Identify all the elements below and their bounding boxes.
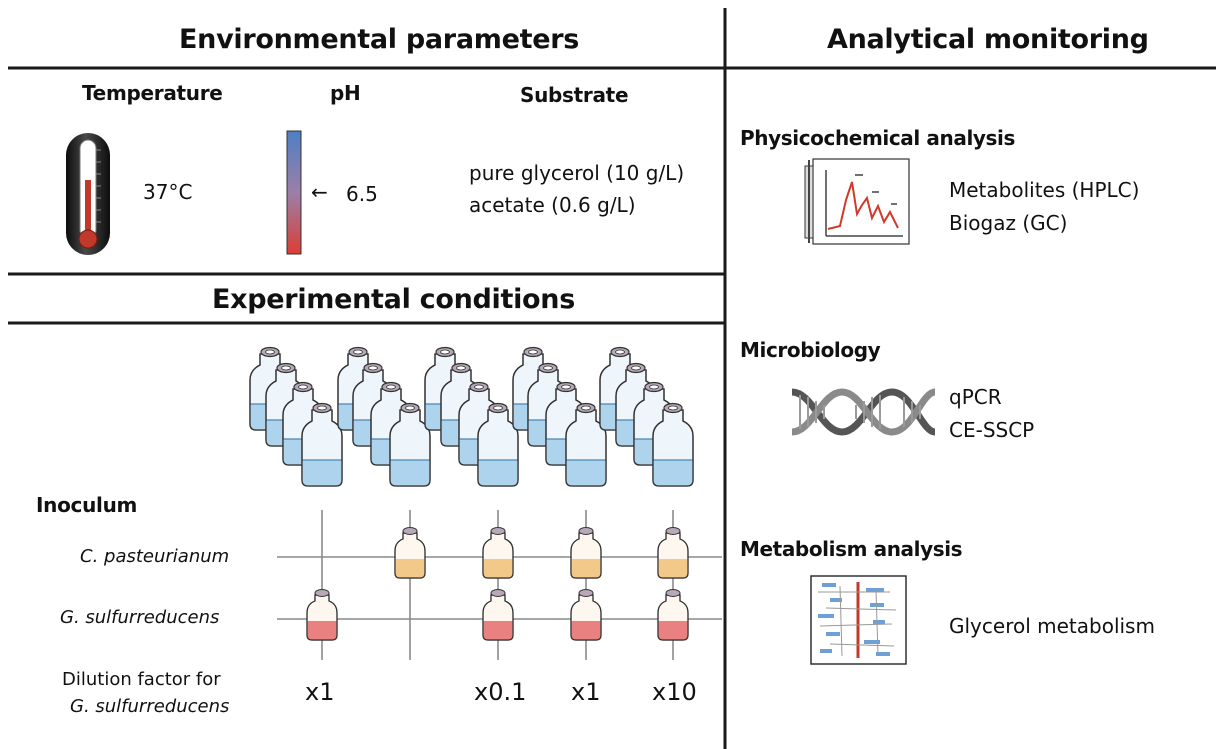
g-sulfurreducens-bottle [657, 589, 689, 641]
microbiology-heading: Microbiology [740, 338, 881, 362]
exp-conditions-title: Experimental conditions [212, 284, 575, 315]
g-sulfurreducens-bottle [306, 589, 338, 641]
dilution-label-line-2: G. sulfurreducens [70, 696, 230, 717]
microbiology-item-1: qPCR [949, 385, 1002, 409]
c-pasteurianum-bottle [657, 527, 689, 579]
c-pasteurianum-bottle [482, 527, 514, 579]
c-pasteurianum-bottle [570, 527, 602, 579]
organism-c-pasteurianum: C. pasteurianum [80, 546, 230, 567]
physicochemical-item-2: Biogaz (GC) [949, 211, 1068, 235]
physicochemical-item-1: Metabolites (HPLC) [949, 178, 1140, 202]
metabolism-item-1: Glycerol metabolism [949, 614, 1155, 638]
ph-value: 6.5 [346, 182, 378, 206]
dna-helix-icon [791, 388, 937, 436]
dilution-value-5: x10 [652, 678, 697, 706]
env-params-title: Environmental parameters [179, 24, 579, 55]
substrate-line-1: pure glycerol (10 g/L) [469, 161, 685, 185]
physicochemical-heading: Physicochemical analysis [740, 126, 1015, 150]
g-sulfurreducens-bottle [570, 589, 602, 641]
temperature-value: 37°C [143, 180, 193, 204]
metabolism-heading: Metabolism analysis [740, 537, 963, 561]
inoculum-label: Inoculum [36, 493, 138, 517]
thermometer-icon [66, 133, 110, 255]
chromatogram-icon [804, 158, 910, 245]
metabolic-map-icon [810, 575, 907, 665]
ph-scale-icon [286, 130, 302, 255]
ph-arrow: ← [311, 180, 328, 204]
substrate-line-2: acetate (0.6 g/L) [469, 193, 636, 217]
inoculum-bottles [306, 527, 689, 641]
dilution-value-1: x1 [305, 678, 335, 706]
substrate-label: Substrate [520, 83, 629, 107]
g-sulfurreducens-bottle [482, 589, 514, 641]
ph-label: pH [330, 81, 361, 105]
dilution-value-4: x1 [571, 678, 601, 706]
dilution-label-line-1: Dilution factor for [62, 669, 221, 690]
analytical-monitoring-title: Analytical monitoring [827, 24, 1149, 55]
organism-g-sulfurreducens: G. sulfurreducens [60, 607, 220, 628]
bottle-array [249, 346, 694, 487]
dilution-value-3: x0.1 [474, 678, 527, 706]
temperature-label: Temperature [82, 81, 223, 105]
c-pasteurianum-bottle [394, 527, 426, 579]
microbiology-item-2: CE-SSCP [949, 418, 1035, 442]
